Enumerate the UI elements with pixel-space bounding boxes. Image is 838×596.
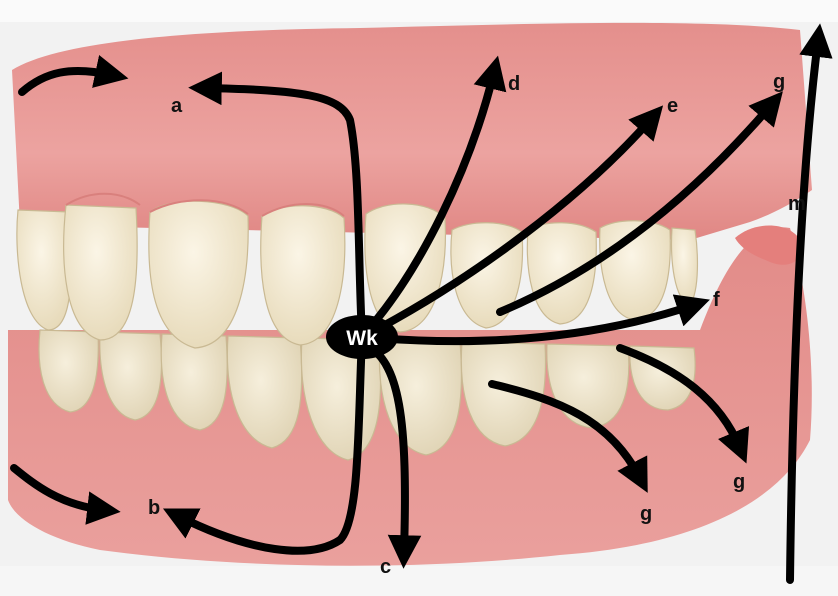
wk-label: Wk (346, 327, 378, 350)
label-g-lower: g (640, 503, 652, 525)
cast-base-bottom (0, 566, 838, 596)
label-b: b (148, 497, 160, 519)
label-e: e (667, 95, 678, 117)
label-m: m (788, 193, 806, 215)
cast-base-top (0, 0, 838, 22)
label-d: d (508, 73, 520, 95)
label-g-upper: g (773, 71, 785, 93)
label-a: a (171, 95, 183, 117)
label-c: c (380, 556, 391, 578)
wk-center-marker: Wk (326, 315, 398, 359)
label-f: f (713, 289, 720, 311)
label-g-right: g (733, 471, 745, 493)
